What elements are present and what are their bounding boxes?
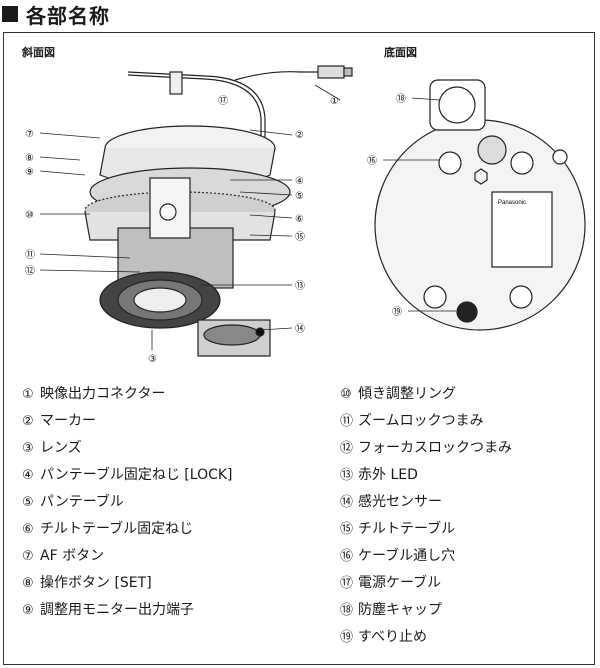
oblique-view-camera	[84, 65, 353, 357]
callout-10: ⑩	[25, 210, 34, 221]
bottom-view-label: 底面図	[384, 46, 417, 59]
callout-12: ⑫	[25, 265, 35, 277]
callout-17: ⑰	[218, 95, 228, 107]
callout-3: ③	[148, 354, 157, 365]
callout-5: ⑤	[295, 191, 304, 202]
callout-2: ②	[295, 130, 304, 141]
figure-frame	[3, 32, 595, 665]
callout-11: ⑪	[25, 249, 35, 261]
callout-15: ⑮	[295, 231, 305, 243]
callout-4: ④	[295, 176, 304, 187]
callout-9: ⑨	[25, 167, 34, 178]
bottom-view-camera	[374, 79, 586, 331]
section-heading: 各部名称	[0, 0, 110, 28]
brand-label: Panasonic	[498, 200, 526, 206]
oblique-view-label: 斜面図	[22, 46, 55, 59]
parts-diagram: Panasonic ① ② ③ ④ ⑤ ⑥ ⑦ ⑧ ⑨ ⑩ ⑪ ⑫ ⑬ ⑭ ⑮ …	[25, 65, 586, 365]
callout-6: ⑥	[295, 214, 304, 225]
callout-18: ⑱	[396, 93, 406, 105]
callout-14: ⑭	[295, 323, 305, 335]
leader-lines	[39, 84, 341, 350]
callout-1: ①	[330, 96, 339, 107]
callout-7: ⑦	[25, 129, 34, 140]
heading-text: 各部名称	[26, 3, 110, 28]
callout-19: ⑲	[392, 306, 402, 318]
callout-13: ⑬	[295, 280, 305, 292]
bottom-leader-lines	[383, 97, 456, 312]
heading-square-icon	[2, 6, 18, 22]
callout-8: ⑧	[25, 153, 34, 164]
callout-16: ⑯	[367, 155, 377, 167]
